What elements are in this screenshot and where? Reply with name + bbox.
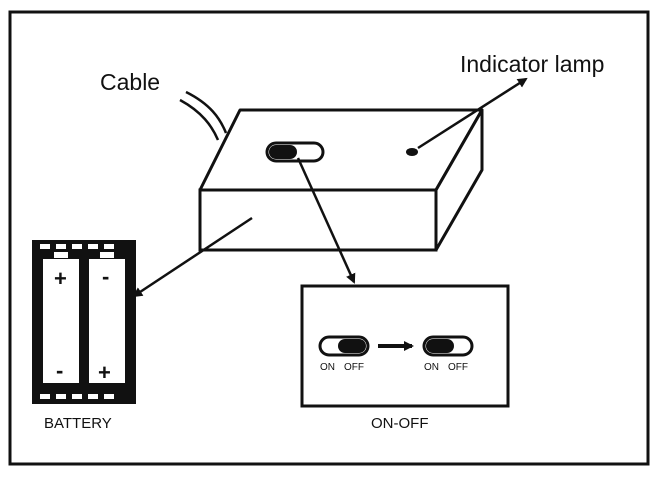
battery-holder: + - - + xyxy=(32,240,136,404)
switch-detail-on-state: ON OFF xyxy=(422,335,474,373)
cell-1-top-symbol: + xyxy=(54,266,67,291)
on-off-label: ON-OFF xyxy=(371,415,429,432)
switch-slot xyxy=(265,141,325,163)
cable xyxy=(179,90,228,141)
battery-box xyxy=(198,108,484,252)
cell-1-bottom-symbol: - xyxy=(56,358,63,383)
battery-arrow xyxy=(132,216,253,298)
box-top-face xyxy=(198,108,484,192)
switch-arrow xyxy=(296,157,356,284)
indicator-lamp-label: Indicator lamp xyxy=(460,51,604,77)
battery-label: BATTERY xyxy=(44,415,112,432)
switch-right-on-label: ON xyxy=(424,362,439,373)
cell-2-top-symbol: - xyxy=(102,264,109,289)
lamp-arrow xyxy=(417,77,528,150)
battery-cell-1 xyxy=(41,257,81,385)
cable-label: Cable xyxy=(100,69,160,95)
switch-left-off-label: OFF xyxy=(344,362,364,373)
switch-right-off-label: OFF xyxy=(448,362,468,373)
indicator-lamp-dot xyxy=(406,148,418,156)
battery-cell-2 xyxy=(87,257,127,385)
switch-left-on-label: ON xyxy=(320,362,335,373)
switch-detail-off-state: ON OFF xyxy=(318,335,370,373)
box-side-face xyxy=(434,108,484,252)
cell-2-bottom-symbol: + xyxy=(98,360,111,385)
box-front-face xyxy=(198,188,438,252)
outer-frame xyxy=(8,10,650,466)
